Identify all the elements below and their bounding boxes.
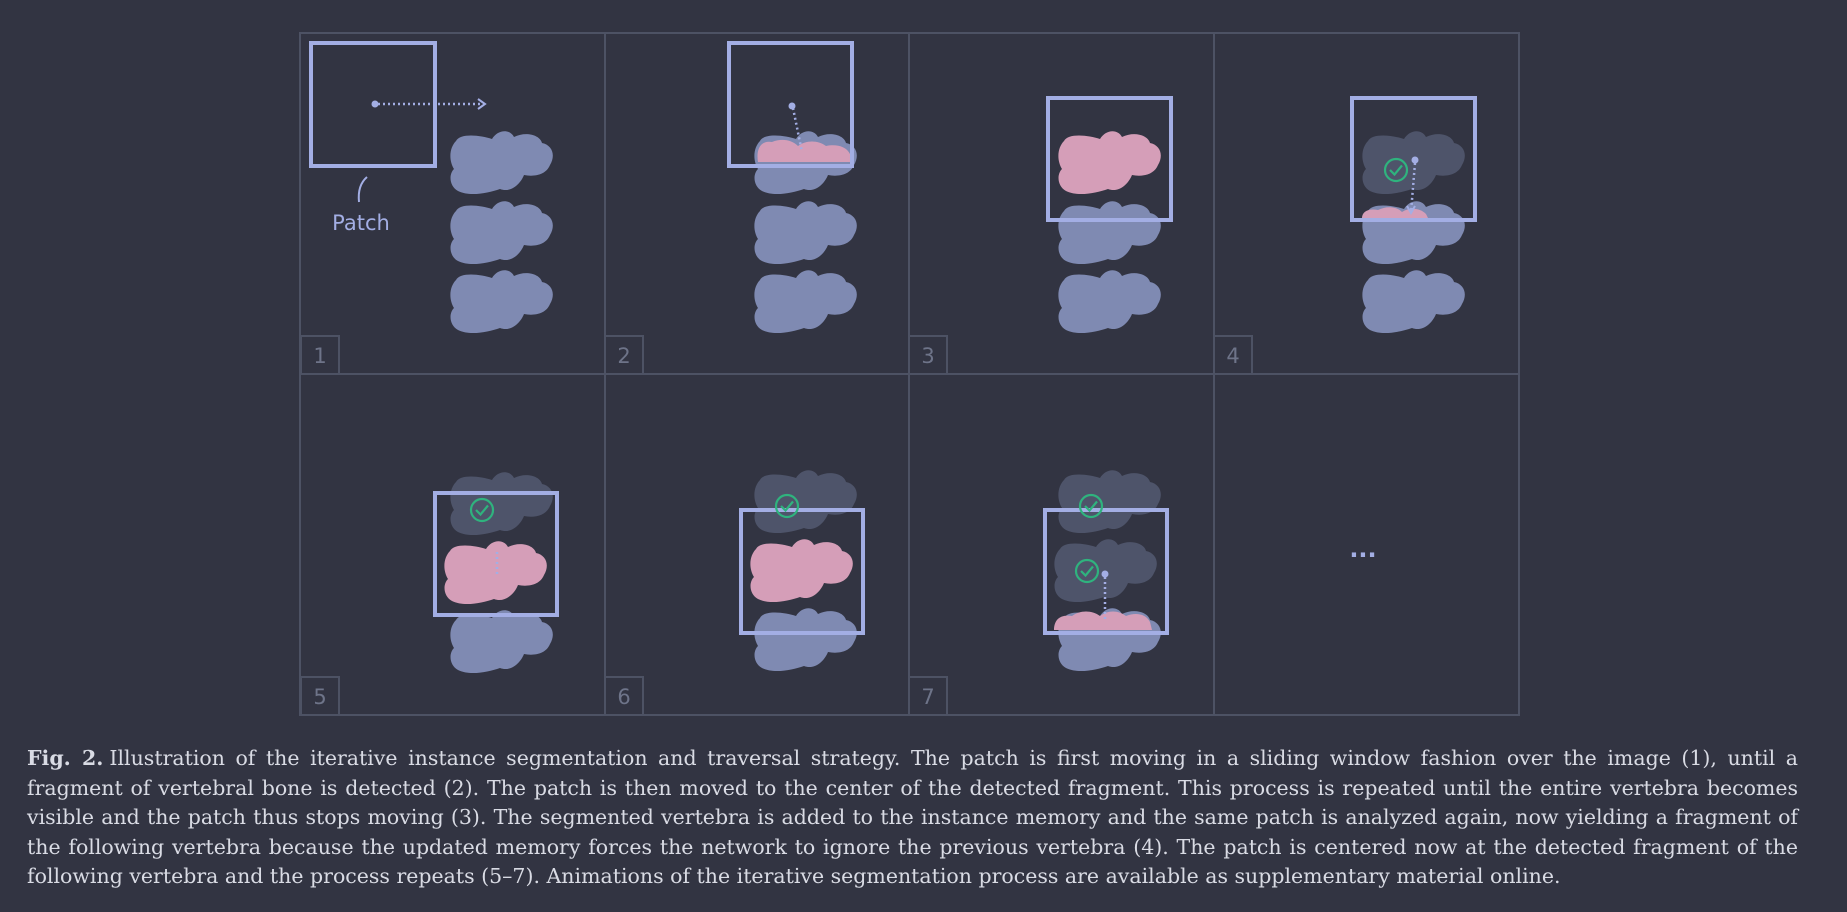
patch-center-dot	[788, 102, 796, 110]
panel-number-7: 7	[921, 685, 934, 709]
detected-fragment	[757, 139, 852, 162]
vertebra	[754, 131, 857, 195]
panel-number-4: 4	[1226, 344, 1239, 368]
vertebra	[450, 131, 553, 195]
vertebra	[450, 270, 553, 334]
patch-box	[1046, 96, 1173, 222]
patch-center-dot	[1101, 570, 1109, 578]
panel-number-1: 1	[313, 344, 326, 368]
segmented-vertebra	[750, 539, 853, 603]
caption-text: Illustration of the iterative instance s…	[27, 746, 1798, 889]
vertebra	[450, 201, 553, 265]
move-arrow	[1409, 162, 1417, 213]
panel-6	[739, 470, 865, 672]
arrow-head	[477, 98, 487, 110]
panel-number-6: 6	[617, 685, 630, 709]
vertebra	[754, 201, 857, 265]
memorized-vertebra	[1058, 470, 1161, 534]
vertebra	[1058, 201, 1161, 265]
segmenting-vertebra	[444, 541, 547, 605]
vertebra	[754, 608, 857, 672]
panel-number-3: 3	[921, 344, 934, 368]
check-icon	[1074, 558, 1100, 584]
panel-1: Patch	[309, 41, 553, 334]
check-icon	[1078, 493, 1104, 519]
memorized-vertebra	[450, 472, 553, 536]
vertebra	[754, 270, 857, 334]
check-icon	[469, 497, 495, 523]
patch-box	[739, 508, 865, 635]
panel-3	[1046, 96, 1173, 334]
panel-7	[1043, 470, 1169, 672]
detected-fragment	[1054, 611, 1152, 630]
patch-box	[433, 491, 559, 617]
vertebra	[1362, 270, 1465, 334]
panel-2	[727, 41, 857, 334]
patch-box	[1043, 508, 1169, 635]
check-icon	[774, 493, 800, 519]
arrow-head	[1406, 205, 1416, 216]
patch-pointer-line	[357, 176, 368, 203]
segmentation-diagram: 1 2 3 4 5 6 7 Patch	[299, 32, 1520, 716]
segmented-vertebra	[1058, 131, 1161, 195]
ellipsis: ...	[1349, 535, 1376, 563]
detected-fragment	[1362, 207, 1428, 218]
vertebra	[450, 610, 553, 674]
panel-number-5: 5	[313, 685, 326, 709]
panel-5	[433, 472, 559, 674]
caption-label: Fig. 2.	[27, 746, 104, 770]
patch-label: Patch	[332, 211, 390, 235]
figure-caption: Fig. 2.Illustration of the iterative ins…	[27, 744, 1798, 892]
panel-number-2: 2	[617, 344, 630, 368]
panel-4	[1350, 96, 1477, 334]
patch-box	[1350, 96, 1477, 222]
patch-box	[727, 41, 854, 168]
vertebra	[1058, 270, 1161, 334]
memorized-vertebra	[754, 470, 857, 534]
panel-number-boxes	[300, 335, 1253, 716]
check-icon	[1383, 157, 1409, 183]
patch-center-dot	[371, 100, 379, 108]
patch-center-dot	[1411, 156, 1419, 164]
